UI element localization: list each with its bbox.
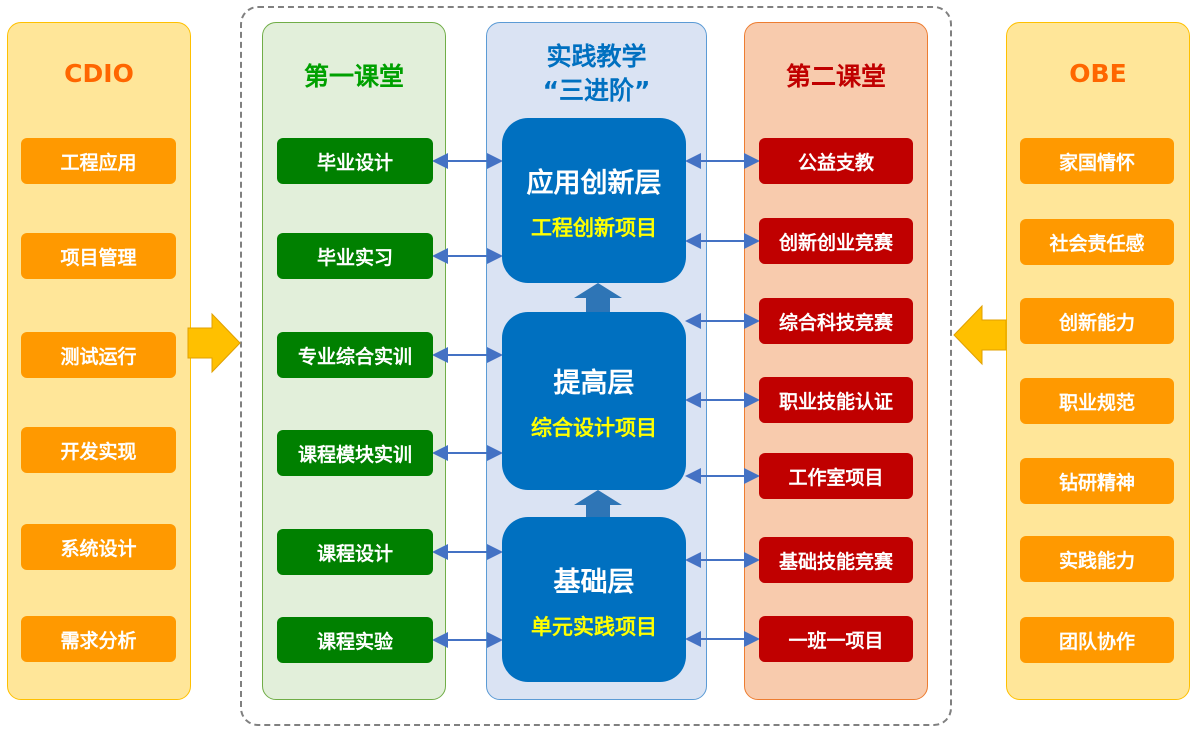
- second-item: 一班一项目: [759, 616, 913, 662]
- arrow-right-icon: [187, 312, 241, 374]
- second-item: 综合科技竞赛: [759, 298, 913, 344]
- cdio-item: 工程应用: [21, 138, 176, 184]
- cdio-item: 系统设计: [21, 524, 176, 570]
- obe-item: 钻研精神: [1020, 458, 1174, 504]
- obe-item: 实践能力: [1020, 536, 1174, 582]
- second-classroom-title: 第二课堂: [785, 62, 886, 91]
- first-item: 课程设计: [277, 529, 433, 575]
- arrow-left-icon: [953, 304, 1007, 366]
- layer-box: 基础层单元实践项目: [502, 517, 686, 682]
- layer-name: 基础层: [553, 566, 635, 598]
- first-item: 毕业设计: [277, 138, 433, 184]
- layer-project: 单元实践项目: [531, 614, 657, 639]
- second-item: 职业技能认证: [759, 377, 913, 423]
- layer-box: 应用创新层工程创新项目: [502, 118, 686, 283]
- layer-project: 工程创新项目: [531, 215, 657, 240]
- first-classroom-title: 第一课堂: [303, 62, 404, 91]
- layer-name: 提高层: [553, 368, 635, 399]
- first-item: 毕业实习: [277, 233, 433, 279]
- cdio-item: 开发实现: [21, 427, 176, 473]
- center-title-1: 实践教学: [546, 42, 647, 71]
- up-arrow-icon: [574, 490, 622, 517]
- second-item: 公益支教: [759, 138, 913, 184]
- up-arrow-icon: [574, 283, 622, 312]
- obe-item: 家国情怀: [1020, 138, 1174, 184]
- obe-item: 职业规范: [1020, 378, 1174, 424]
- outer-dashed-frame: [240, 6, 952, 726]
- layer-name: 应用创新层: [526, 167, 662, 199]
- cdio-item: 项目管理: [21, 233, 176, 279]
- cdio-item: 测试运行: [21, 332, 176, 378]
- obe-title: OBE: [1069, 59, 1127, 88]
- obe-item: 创新能力: [1020, 298, 1174, 344]
- cdio-title: CDIO: [64, 59, 134, 88]
- first-item: 专业综合实训: [277, 332, 433, 378]
- second-item: 工作室项目: [759, 453, 913, 499]
- second-item: 基础技能竞赛: [759, 537, 913, 583]
- layer-project: 综合设计项目: [531, 416, 657, 440]
- second-item: 创新创业竞赛: [759, 218, 913, 264]
- obe-item: 社会责任感: [1020, 219, 1174, 265]
- obe-panel: OBE: [1006, 22, 1190, 700]
- obe-item: 团队协作: [1020, 617, 1174, 663]
- center-title-2: “三进阶”: [542, 76, 651, 105]
- second-classroom-panel: 第二课堂: [744, 22, 928, 700]
- first-item: 课程实验: [277, 617, 433, 663]
- first-item: 课程模块实训: [277, 430, 433, 476]
- layer-box: 提高层综合设计项目: [502, 312, 686, 490]
- cdio-item: 需求分析: [21, 616, 176, 662]
